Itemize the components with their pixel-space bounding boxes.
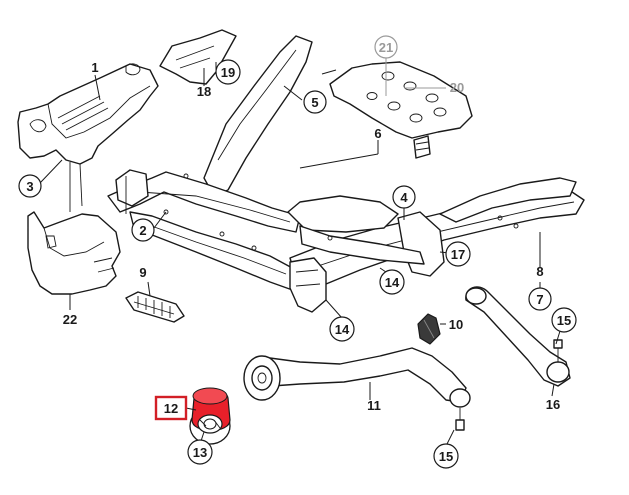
- label-18: 18: [197, 84, 211, 99]
- callout-5: 5: [303, 90, 327, 114]
- label-20: 20: [450, 80, 464, 95]
- highlight-label-12-text: 12: [164, 401, 178, 416]
- callout-2-label: 2: [139, 223, 146, 238]
- callout-17: 17: [445, 241, 471, 267]
- label-1: 1: [91, 60, 98, 75]
- label-9: 9: [139, 265, 146, 280]
- callout-19-label: 19: [221, 65, 235, 80]
- part-9-grille: [125, 291, 185, 323]
- callout-5-label: 5: [311, 95, 318, 110]
- callout-15-bottom: 15: [433, 443, 459, 469]
- left-support-bracket: [17, 63, 159, 212]
- callout-4-label: 4: [400, 190, 408, 205]
- callout-15-right-label: 15: [557, 313, 571, 328]
- upper-bracket: [159, 29, 237, 85]
- callout-2: 2: [131, 218, 155, 242]
- label-10: 10: [449, 317, 463, 332]
- heat-shield: [329, 61, 473, 159]
- label-22: 22: [63, 312, 77, 327]
- callout-13-label: 13: [193, 445, 207, 460]
- callout-3: 3: [18, 174, 42, 198]
- callout-14-lower: 14: [329, 316, 355, 342]
- bush-12-highlighted: [189, 387, 231, 445]
- callout-13: 13: [187, 439, 213, 465]
- label-6: 6: [374, 126, 381, 141]
- front-subframe: [107, 35, 585, 313]
- callout-21: 21: [374, 35, 398, 59]
- callout-14-upper: 14: [379, 269, 405, 295]
- callout-14-lower-label: 14: [335, 322, 350, 337]
- part-10-buffer: [417, 313, 441, 345]
- callout-21-label: 21: [379, 40, 393, 55]
- label-16: 16: [546, 397, 560, 412]
- callout-15-bottom-label: 15: [439, 449, 453, 464]
- highlight-label-12: 12: [154, 395, 188, 421]
- lower-shroud: [27, 211, 121, 295]
- label-11: 11: [367, 398, 381, 413]
- callout-3-label: 3: [26, 179, 33, 194]
- callout-19: 19: [215, 59, 241, 85]
- callout-15-right: 15: [551, 307, 577, 333]
- callout-14-upper-label: 14: [385, 275, 400, 290]
- wishbone-16: [465, 286, 571, 387]
- callout-7-label: 7: [536, 292, 543, 307]
- callout-7: 7: [528, 287, 552, 311]
- control-arm-11: [243, 347, 471, 431]
- label-8: 8: [536, 264, 543, 279]
- callout-4: 4: [392, 185, 416, 209]
- callout-17-label: 17: [451, 247, 465, 262]
